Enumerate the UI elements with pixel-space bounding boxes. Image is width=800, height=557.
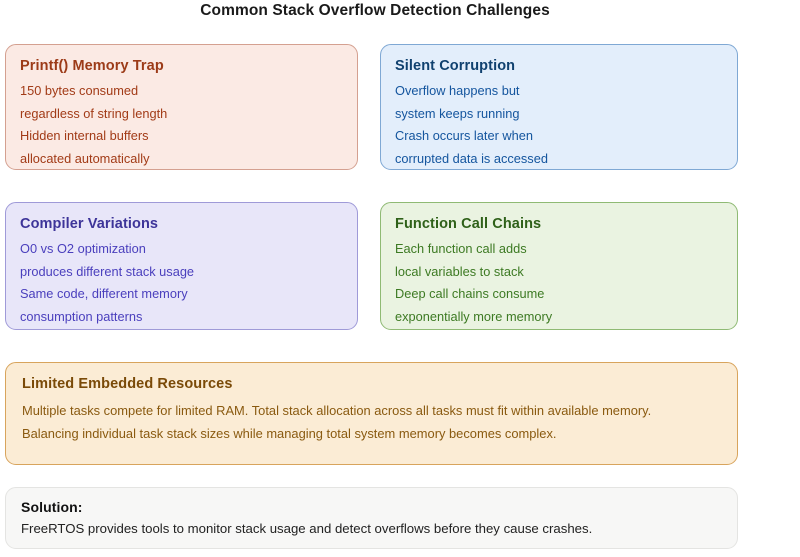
card-title: Limited Embedded Resources [22,376,233,392]
card-body-line: Same code, different memory [20,286,188,301]
card-body-line: Hidden internal buffers [20,128,149,143]
card-printf-memory-trap: Printf() Memory Trap 150 bytes consumed … [5,44,358,170]
card-title: Printf() Memory Trap [20,58,164,74]
card-title: Function Call Chains [395,216,542,232]
card-body: Multiple tasks compete for limited RAM. … [22,399,737,445]
card-limited-embedded-resources: Limited Embedded Resources Multiple task… [5,362,738,465]
card-function-call-chains: Function Call Chains Each function call … [380,202,738,330]
card-body-line: produces different stack usage [20,263,195,279]
card-title: Silent Corruption [395,58,516,74]
card-body-line: allocated automatically [20,150,150,166]
card-body-line: local variables to stack [395,263,524,279]
card-body-line: exponentially more memory [395,308,553,324]
card-title: Compiler Variations [20,216,159,232]
card-body: Each function call adds local variables … [395,238,737,328]
card-body: O0 vs O2 optimization produces different… [20,238,357,328]
card-body: Overflow happens but system keeps runnin… [395,80,737,170]
card-body-line: consumption patterns [20,308,143,324]
card-body-line: Each function call adds [395,241,527,256]
card-solution: Solution: FreeRTOS provides tools to mon… [5,487,738,549]
card-body-line: Deep call chains consume [395,286,545,301]
card-body-line: Crash occurs later when [395,128,533,143]
card-body-line: O0 vs O2 optimization [20,241,146,256]
card-body-line: Multiple tasks compete for limited RAM. … [22,403,652,418]
card-body-line: system keeps running [395,105,520,121]
card-compiler-variations: Compiler Variations O0 vs O2 optimizatio… [5,202,358,330]
solution-label: Solution: [21,499,83,515]
card-body-line: regardless of string length [20,105,168,121]
card-body: FreeRTOS provides tools to monitor stack… [21,518,737,540]
card-body-line: FreeRTOS provides tools to monitor stack… [21,521,593,536]
card-body-line: Overflow happens but [395,83,520,98]
card-silent-corruption: Silent Corruption Overflow happens but s… [380,44,738,170]
page-title: Common Stack Overflow Detection Challeng… [200,2,550,19]
card-body: 150 bytes consumed regardless of string … [20,80,357,170]
card-body-line: Balancing individual task stack sizes wh… [22,426,557,441]
card-body-line: corrupted data is accessed [395,150,548,166]
card-body-line: 150 bytes consumed [20,83,139,98]
